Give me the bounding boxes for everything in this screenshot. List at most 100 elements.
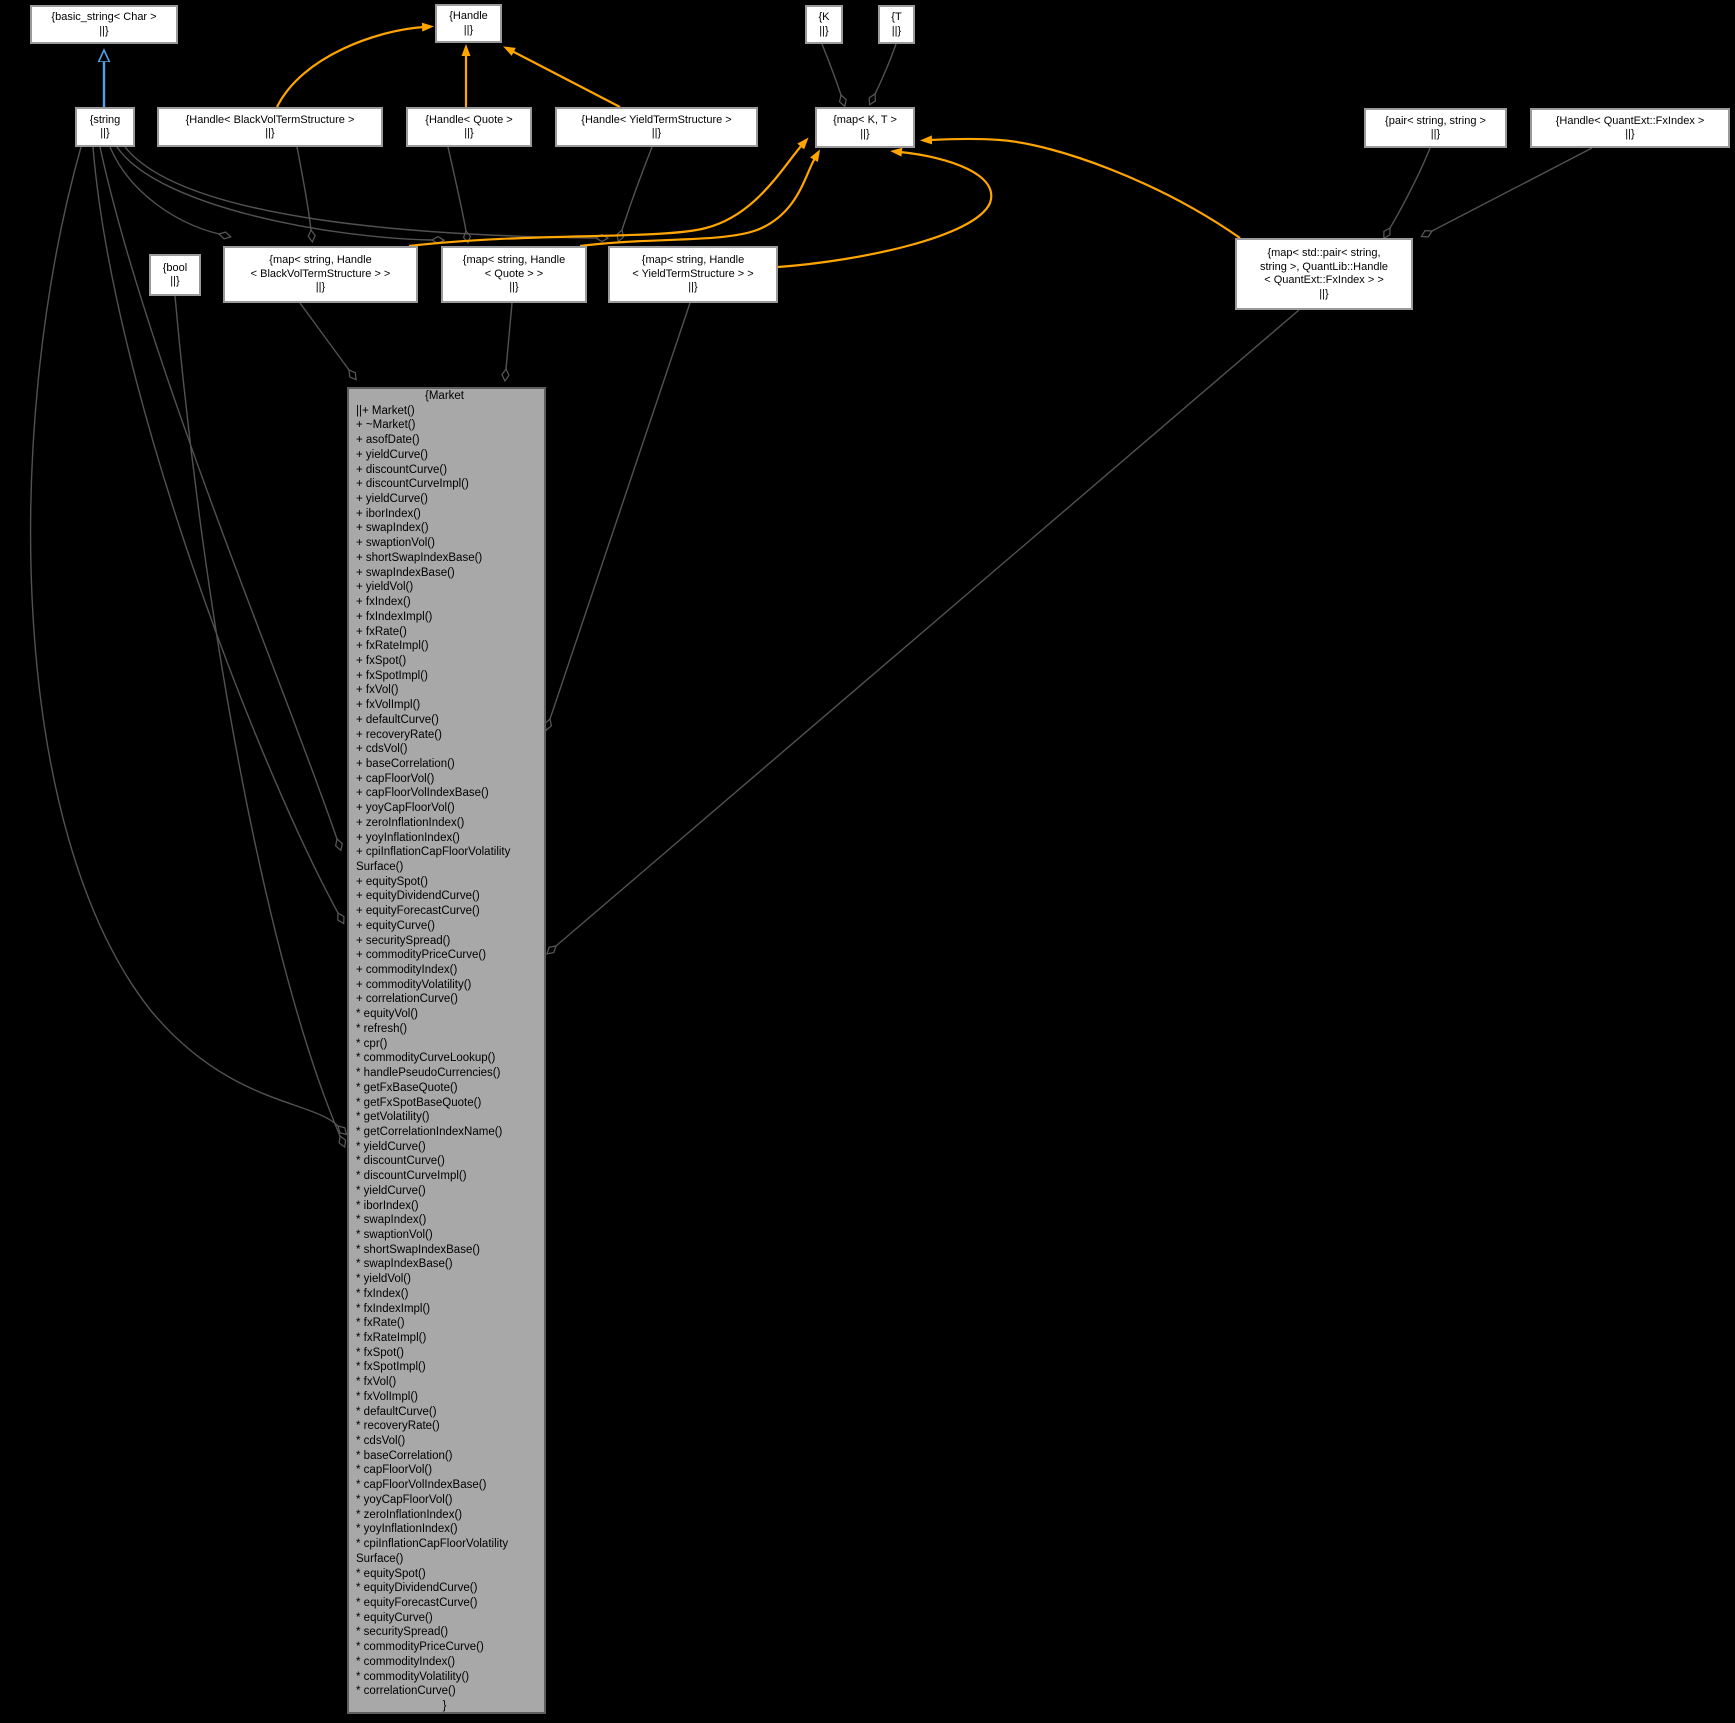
market-member: ||+ Market()	[356, 404, 415, 417]
node-map_quote[interactable]: {map< string, Handle< Quote > >||}	[441, 246, 587, 303]
node-handle-label: {Handle	[449, 10, 488, 22]
node-pair_string[interactable]: {pair< string, string >||}	[1364, 108, 1507, 148]
node-bool-label: {bool	[162, 261, 188, 274]
node-handle_quote[interactable]: {Handle< Quote >||}	[406, 107, 532, 147]
node-map_pair_fxindex-label: {map< std::pair< string,	[1267, 247, 1381, 259]
node-string-label: ||}	[100, 127, 110, 139]
node-basic_string-label: {basic_string< Char >	[51, 11, 157, 23]
market-member: + cpiInflationCapFloorVolatility	[356, 846, 511, 859]
node-handle_quote-label: ||}	[464, 127, 474, 139]
node-bool-label: ||}	[170, 275, 180, 287]
node-map_yieldts-label: {map< string, Handle	[641, 254, 745, 267]
market-member: + fxRate()	[356, 625, 407, 638]
node-map_pair_fxindex-label: ||}	[1319, 287, 1329, 300]
market-member: * equityCurve()	[356, 1611, 433, 1624]
market-member: + baseCorrelation()	[356, 757, 455, 770]
market-member: * recoveryRate()	[356, 1420, 440, 1433]
node-map_yieldts-label: < YieldTermStructure > >	[632, 267, 754, 280]
market-member: + equityDividendCurve()	[356, 890, 480, 903]
node-map_blackvol-label: {map< string, Handle	[269, 254, 372, 267]
node-bool[interactable]: {bool||}	[149, 254, 201, 296]
node-handle_fxindex-label: ||}	[1625, 128, 1635, 140]
market-member: * fxIndex()	[356, 1287, 409, 1300]
market-member: + fxSpot()	[356, 654, 407, 667]
edge-u_mapbv_market	[299, 302, 349, 370]
market-member: * cpiInflationCapFloorVolatility	[356, 1538, 509, 1551]
market-member: + equityCurve()	[356, 919, 435, 932]
market-member: + swapIndexBase()	[356, 566, 455, 579]
node-map_quote-label: ||}	[509, 281, 519, 294]
node-handle[interactable]: {Handle||}	[435, 4, 502, 43]
edge-u_str_market_a	[99, 146, 337, 839]
node-string-label: {string	[89, 113, 121, 126]
market-member: * equityDividendCurve()	[356, 1582, 478, 1595]
market-member: * capFloorVol()	[356, 1464, 433, 1477]
edge-u_pair_mappair	[1390, 147, 1431, 228]
node-market[interactable]: {Market||+ Market()+ ~Market()+ asofDate…	[347, 387, 546, 1714]
node-t[interactable]: {T||}	[878, 5, 915, 44]
node-handle_blackvol[interactable]: {Handle< BlackVolTermStructure >||}	[157, 107, 383, 147]
node-map_kt-label: ||}	[860, 127, 870, 140]
market-member: + capFloorVolIndexBase()	[356, 787, 489, 800]
market-member: * equitySpot()	[356, 1567, 426, 1580]
node-k[interactable]: {K||}	[805, 5, 843, 44]
market-member: + cdsVol()	[356, 743, 408, 756]
market-member: * baseCorrelation()	[356, 1449, 453, 1462]
node-handle_fxindex[interactable]: {Handle< QuantExt::FxIndex >||}	[1530, 108, 1730, 148]
market-member: Surface()	[356, 1552, 404, 1565]
market-member: + equityForecastCurve()	[356, 905, 480, 918]
market-member: + iborIndex()	[356, 507, 421, 520]
market-member: * discountCurve()	[356, 1155, 445, 1168]
edge-t_mapy_mapkt	[777, 147, 993, 269]
market-member: * shortSwapIndexBase()	[356, 1243, 481, 1256]
node-string[interactable]: {string||}	[75, 107, 135, 147]
market-member: * commodityIndex()	[356, 1655, 456, 1668]
edge-u_fx_mappair	[1432, 147, 1593, 231]
market-member: + fxSpotImpl()	[356, 669, 428, 682]
market-member: * getCorrelationIndexName()	[356, 1125, 503, 1138]
market-member: * handlePseudoCurrencies()	[356, 1067, 501, 1080]
node-handle_yieldts[interactable]: {Handle< YieldTermStructure >||}	[555, 107, 758, 147]
market-member: * refresh()	[356, 1022, 408, 1035]
market-member: * yieldVol()	[356, 1273, 411, 1286]
node-map_yieldts[interactable]: {map< string, Handle< YieldTermStructure…	[608, 246, 778, 303]
edge-u_bool_market	[174, 295, 340, 1136]
market-member: + swaptionVol()	[356, 537, 435, 550]
market-member: * equityForecastCurve()	[356, 1596, 478, 1609]
node-basic_string[interactable]: {basic_string< Char >||}	[30, 5, 178, 44]
node-map_kt[interactable]: {map< K, T >||}	[815, 107, 915, 148]
edge-u_t_mapkt	[875, 43, 897, 94]
node-handle-label: ||}	[463, 23, 474, 36]
node-k-label: {K	[818, 11, 830, 23]
node-map_quote-label: < Quote > >	[484, 267, 544, 280]
node-map_pair_fxindex[interactable]: {map< std::pair< string,string >, QuantL…	[1235, 238, 1413, 310]
market-member: * zeroInflationIndex()	[356, 1508, 463, 1521]
node-pair_string-label: ||}	[1430, 128, 1441, 140]
market-member: + swapIndex()	[356, 522, 429, 535]
edge-u_hy_mapy	[622, 146, 653, 230]
market-member: * discountCurveImpl()	[356, 1170, 467, 1183]
node-map_blackvol[interactable]: {map< string, Handle< BlackVolTermStruct…	[223, 246, 418, 303]
market-member: + commodityVolatility()	[356, 978, 472, 991]
edge-t_hbv_handle	[276, 22, 434, 108]
market-member: * fxVol()	[356, 1376, 397, 1389]
node-map_pair_fxindex-label: string >, QuantLib::Handle	[1259, 260, 1389, 273]
market-member: * capFloorVolIndexBase()	[356, 1479, 487, 1492]
market-member: * fxSpotImpl()	[356, 1361, 426, 1374]
market-member: + fxIndex()	[356, 596, 411, 609]
market-member: + yieldCurve()	[356, 448, 428, 461]
market-member: * swapIndex()	[356, 1214, 427, 1227]
edge-u_str_market_c	[29, 146, 338, 1126]
edge-u_str_mapy	[124, 146, 596, 238]
market-class-title: {Market	[425, 390, 464, 402]
node-t-label: ||}	[891, 24, 902, 37]
market-member: + discountCurveImpl()	[356, 478, 469, 491]
market-member: * equityVol()	[356, 1008, 419, 1021]
market-member: * cdsVol()	[356, 1435, 406, 1448]
market-member: * yoyInflationIndex()	[356, 1523, 458, 1536]
node-map_quote-label: {map< string, Handle	[462, 254, 566, 267]
market-member: + zeroInflationIndex()	[356, 816, 465, 829]
node-handle_blackvol-label: ||}	[265, 127, 275, 139]
edge-u_mappair_market	[556, 309, 1300, 946]
market-member: * getVolatility()	[356, 1111, 430, 1124]
